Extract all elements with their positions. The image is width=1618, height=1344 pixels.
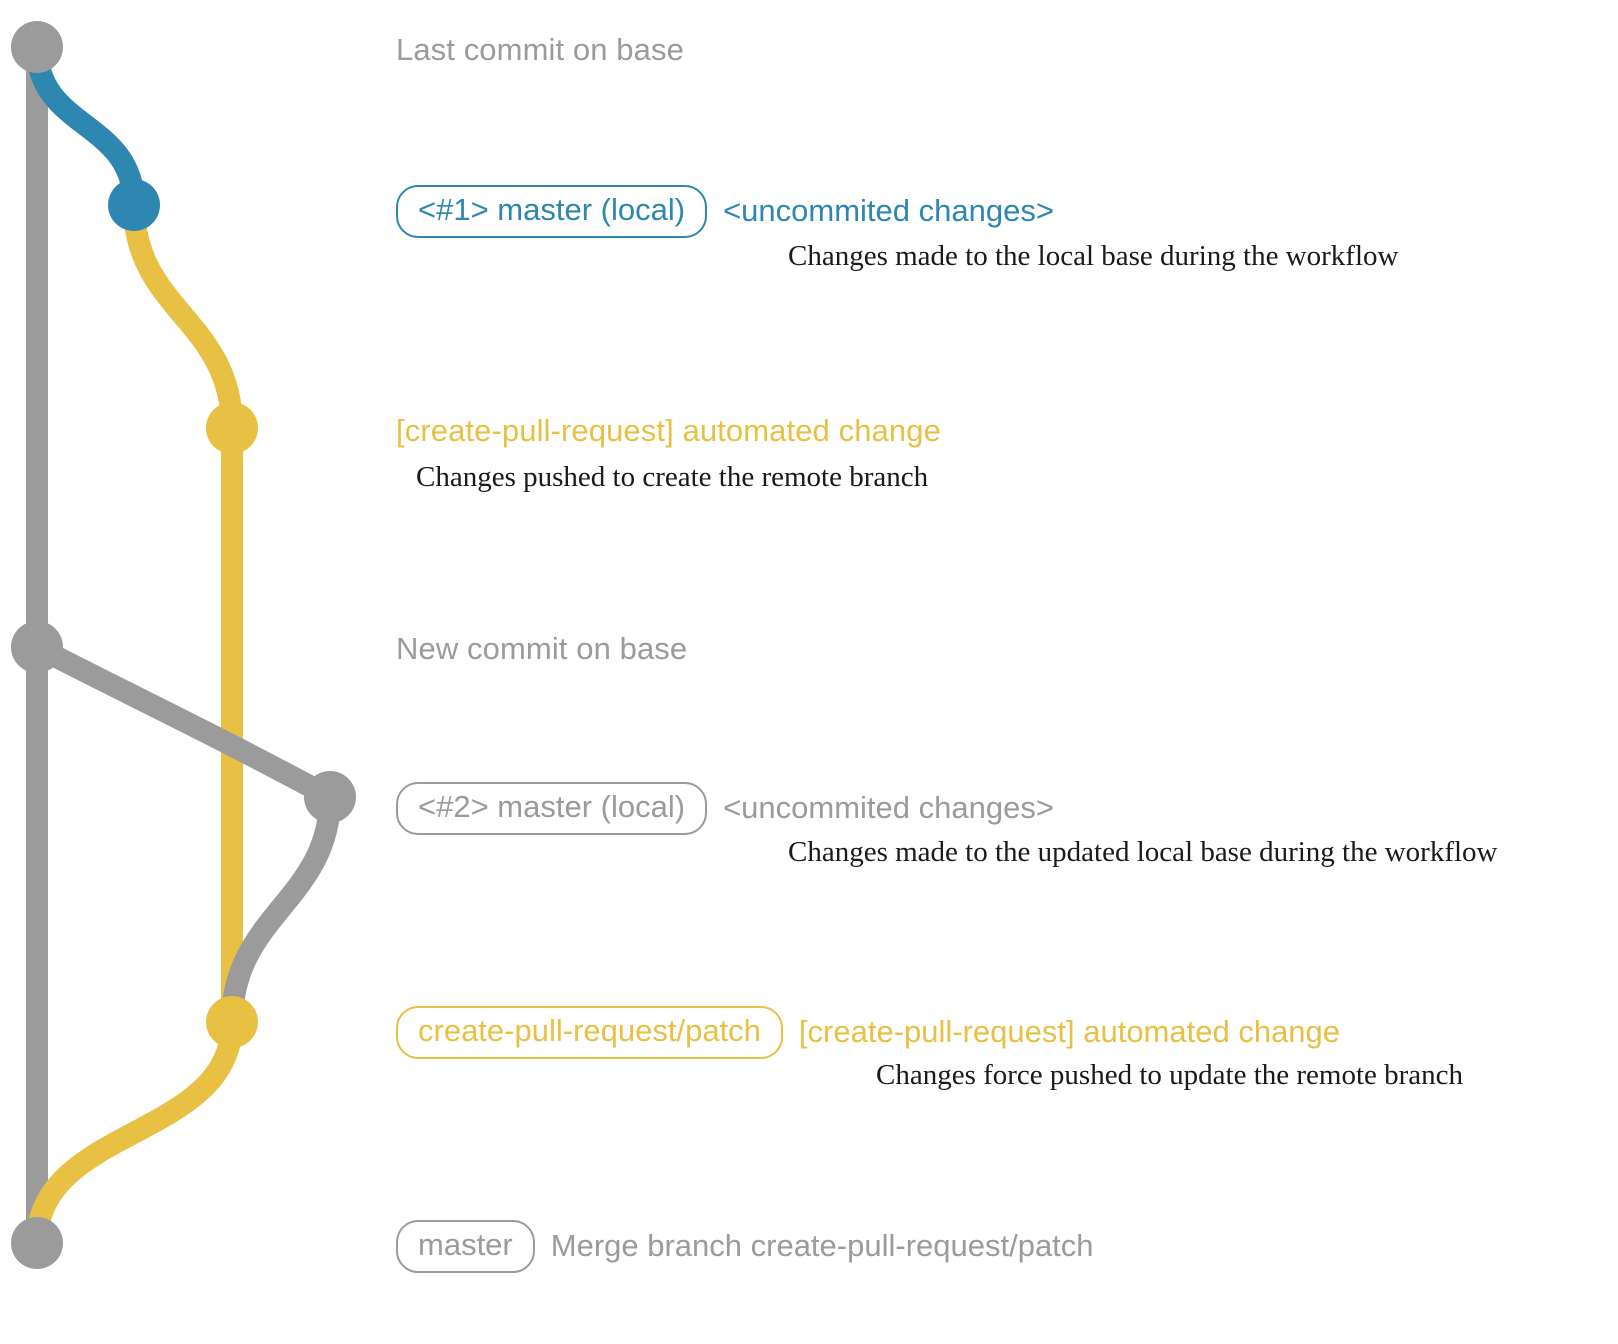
master-local-2-node[interactable]	[304, 771, 356, 823]
description-local-1: Changes made to the local base during th…	[788, 240, 1399, 272]
last-commit-on-base-label: Last commit on base	[396, 32, 684, 67]
create-pull-request-patch-2-node[interactable]	[206, 996, 258, 1048]
commit-message-merge: Merge branch create-pull-request/patch	[550, 1228, 1094, 1263]
create-pull-request-patch-1-node[interactable]	[206, 402, 258, 454]
new-commit-on-base-label: New commit on base	[396, 631, 688, 666]
row-local-2: <#2> master (local) <uncommited changes>	[396, 782, 1054, 835]
row-local-1: <#1> master (local) <uncommited changes>	[396, 185, 1054, 238]
row-patch-2: create-pull-request/patch [create-pull-r…	[396, 1006, 1340, 1059]
last-commit-on-base-node[interactable]	[11, 21, 63, 73]
description-patch-2: Changes force pushed to update the remot…	[876, 1059, 1464, 1091]
row-last-commit: Last commit on base	[396, 32, 684, 68]
gray-branch-line-to-patch2	[221, 786, 341, 1033]
description-local-2: Changes made to the updated local base d…	[788, 836, 1498, 868]
commit-message-patch-2: [create-pull-request] automated change	[798, 1014, 1341, 1049]
commit-message-local-1: <uncommited changes>	[723, 193, 1054, 228]
gold-branch-line-to-merge	[26, 1011, 243, 1254]
row-patch-1: [create-pull-request] automated change	[396, 413, 941, 449]
git-graph	[11, 21, 356, 1269]
new-commit-on-base-node[interactable]	[11, 621, 63, 673]
master-merge-node[interactable]	[11, 1217, 63, 1269]
commit-message-local-2: <uncommited changes>	[723, 790, 1054, 825]
badge-master-local-2[interactable]: <#2> master (local)	[396, 782, 708, 835]
badge-create-pull-request-patch[interactable]: create-pull-request/patch	[396, 1006, 783, 1059]
row-merge: master Merge branch create-pull-request/…	[396, 1220, 1094, 1273]
row-new-commit: New commit on base	[396, 631, 687, 667]
commit-message-patch-1: [create-pull-request] automated change	[396, 413, 941, 448]
blue-branch-line	[26, 36, 145, 216]
badge-master[interactable]: master	[396, 1220, 535, 1273]
gray-branch-line-to-local2	[26, 636, 341, 808]
description-patch-1: Changes pushed to create the remote bran…	[416, 461, 929, 493]
badge-master-local-1[interactable]: <#1> master (local)	[396, 185, 708, 238]
master-local-1-node[interactable]	[108, 179, 160, 231]
